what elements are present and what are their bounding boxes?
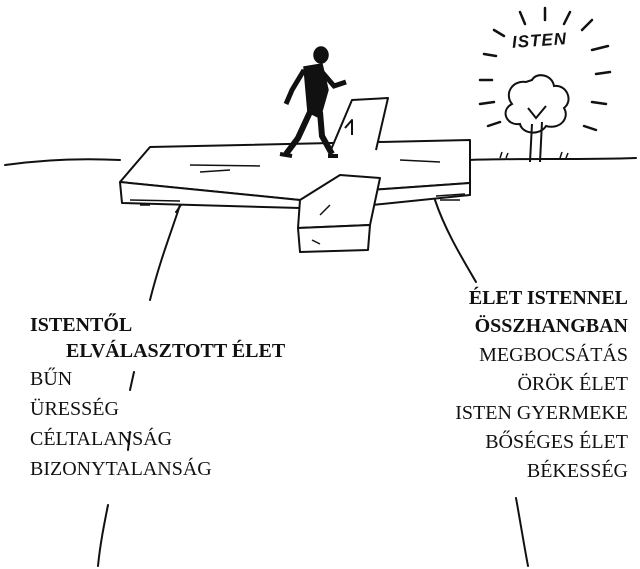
right-item-child-of-god: ISTEN GYERMEKE [455, 402, 628, 424]
chasm-line-right-lower [515, 497, 529, 567]
left-item-sin: BŰN [30, 368, 73, 390]
left-chasm-wall [149, 204, 181, 301]
right-item-abundant-life: BŐSÉGES ÉLET [485, 431, 628, 453]
walking-person-figure [279, 46, 347, 158]
chasm-line-left-lower [97, 504, 109, 567]
left-item-uncertainty: BIZONYTALANSÁG [30, 458, 212, 480]
right-item-eternal-life: ÖRÖK ÉLET [517, 373, 628, 395]
right-heading-line-2: ÖSSZHANGBAN [474, 315, 628, 337]
left-cliff-edge [4, 158, 121, 166]
right-heading-line-1: ÉLET ISTENNEL [468, 287, 628, 309]
left-heading-line-2: ELVÁLASZTOTT ÉLET [66, 340, 286, 362]
right-cliff-edge [469, 157, 637, 161]
left-item-aimlessness: CÉLTALANSÁG [30, 428, 173, 450]
god-label: ISTEN [511, 29, 568, 52]
left-heading-line-1: ISTENTŐL [30, 314, 133, 336]
cross-bridge [119, 97, 471, 253]
tree-drawing [504, 74, 570, 163]
sun-rays [478, 6, 612, 132]
right-chasm-wall [434, 199, 477, 283]
right-item-peace: BÉKESSÉG [526, 460, 628, 482]
left-item-emptiness: ÜRESSÉG [30, 398, 119, 420]
right-item-forgiveness: MEGBOCSÁTÁS [479, 344, 628, 366]
